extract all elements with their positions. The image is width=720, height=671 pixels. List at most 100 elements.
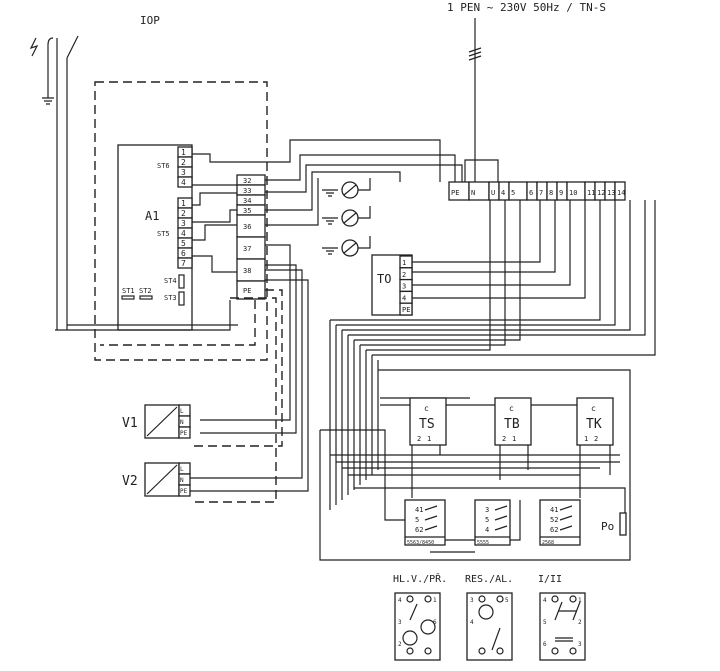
main-terminal-label: 11 [587, 189, 595, 197]
switch-panel-label: HL.V./PŘ. [393, 572, 447, 585]
main-terminal-label: 13 [607, 189, 615, 197]
thermostat-pin: 1 [584, 435, 588, 443]
main-terminal-label: 8 [549, 189, 553, 197]
relay-pin: 41 [550, 506, 558, 514]
relay-pin: 52 [550, 516, 558, 524]
st2-label: ST2 [139, 287, 152, 295]
switch-pin: 3 [470, 597, 474, 604]
inner-terminal-label: 33 [243, 187, 251, 195]
relay-pin: 4 [485, 526, 489, 534]
switch-pin: 3 [578, 641, 582, 648]
fan-pin [178, 484, 191, 497]
fuse: Po [601, 512, 627, 536]
thermostat-pin: 1 [427, 435, 431, 443]
st5-pin-label: 7 [181, 259, 186, 268]
thermostat-c: c [424, 404, 429, 413]
lamp-icon [478, 604, 494, 620]
main-terminal-label: N [471, 189, 475, 197]
switch-pin: 3 [398, 619, 402, 626]
switch-pin: 2 [578, 619, 582, 626]
relay-switch: 5555 3 5 4 [474, 499, 511, 546]
fan-v2: V2 LN PE [122, 462, 191, 497]
fan-pin-label: PE [180, 488, 188, 495]
relay-pin: 5 [415, 516, 419, 524]
inner-terminal-label: 37 [243, 245, 251, 253]
relay-pin: 62 [415, 526, 423, 534]
inner-terminal-label: 32 [243, 177, 251, 185]
main-terminal-label: U [491, 189, 495, 197]
main-terminal-label: 7 [539, 189, 543, 197]
relay-code: 2568 [542, 540, 554, 546]
switch-pin: 4 [398, 597, 402, 604]
main-terminal-label: 10 [569, 189, 577, 197]
wiring [55, 139, 656, 561]
main-terminal [614, 181, 626, 201]
main-terminal-label: 6 [529, 189, 533, 197]
st5-pin-label: 3 [181, 219, 186, 228]
fan-label: V1 [122, 416, 138, 431]
inner-terminal-label: 35 [243, 207, 251, 215]
fuse-label: Po [601, 520, 614, 533]
st5-pin-label: 4 [181, 229, 186, 238]
switch-panel: RES./AL. 3 5 4 [465, 574, 513, 661]
thermostat-pin: 2 [502, 435, 506, 443]
switch-pin: 6 [433, 619, 437, 626]
thermostat-pin: 2 [417, 435, 421, 443]
relay-pin: 62 [550, 526, 558, 534]
st6-pin [177, 176, 193, 188]
st6-pin-label: 2 [181, 158, 186, 167]
st6-label: ST6 [157, 162, 170, 170]
main-terminal-label: 12 [597, 189, 605, 197]
inner-terminal-label: PE [243, 287, 251, 295]
fan-pin-label: N [180, 477, 184, 484]
fan-label: V2 [122, 474, 138, 489]
switch-pin: 2 [398, 641, 402, 648]
thermostat-pin: 1 [512, 435, 516, 443]
st5-pin [177, 257, 193, 269]
switch-pin: 5 [505, 597, 509, 604]
switch-pin: 6 [543, 641, 547, 648]
switch-pin: 4 [470, 619, 474, 626]
controller-enclosure [94, 81, 268, 361]
fan-pin-label: L [180, 408, 184, 415]
st6-pin-label: 4 [181, 178, 186, 187]
to-pin-label: PE [402, 306, 410, 314]
st4-label: ST4 [164, 277, 177, 285]
relay-pin: 3 [485, 506, 489, 514]
switch-panel-label: I/II [538, 574, 562, 585]
relay-switch: 2568 41 52 62 [539, 499, 581, 546]
ground-icon [322, 217, 338, 225]
switch-panel-label: RES./AL. [465, 574, 513, 585]
st5-pin-label: 2 [181, 209, 186, 218]
relay-pin: 41 [415, 506, 423, 514]
ground-icon [322, 247, 338, 255]
thermostat-c: c [591, 404, 596, 413]
switch-pin: 1 [433, 597, 437, 604]
relay-pin: 5 [485, 516, 489, 524]
breaker-symbol [29, 35, 79, 330]
main-terminal-label: 9 [559, 189, 563, 197]
st3-label: ST3 [164, 294, 177, 302]
main-terminal-label: 14 [617, 189, 625, 197]
fan-pin-label: PE [180, 430, 188, 437]
lamp-icon [402, 630, 418, 646]
relay-code: 5555 [477, 540, 489, 546]
fan-pin-label: L [180, 466, 184, 473]
thermostat-label: TK [586, 417, 602, 432]
supply-label: 1 PEN ~ 230V 50Hz / TN-S [447, 1, 606, 14]
main-terminal-label: PE [451, 189, 459, 197]
st6-pin-label: 1 [181, 148, 186, 157]
thermostat-label: TB [504, 417, 520, 432]
breaker-label: IOP [140, 14, 160, 27]
lamp-icon [420, 619, 436, 635]
